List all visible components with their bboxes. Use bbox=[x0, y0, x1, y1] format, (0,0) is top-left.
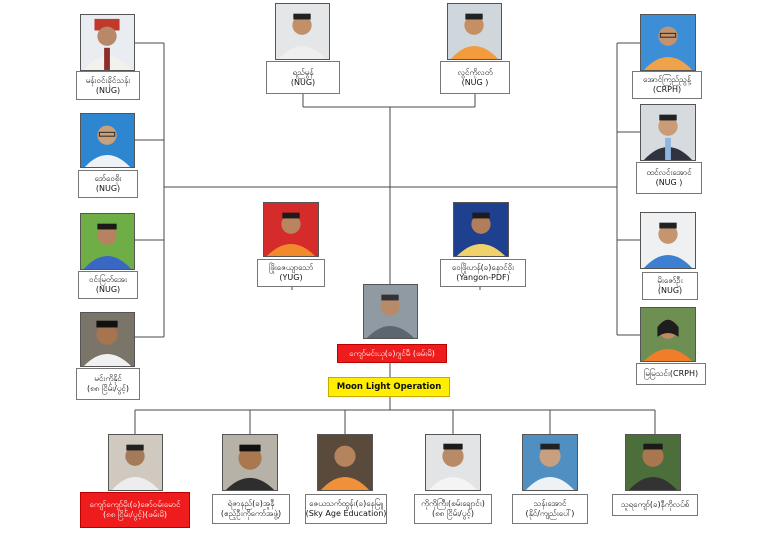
person-affiliation: (NUG) bbox=[657, 286, 683, 295]
person-name: ဒော်ဝေစိုး bbox=[94, 174, 122, 183]
operation-label: Moon Light Operation bbox=[328, 377, 450, 397]
person-affiliation: (ဧည့်ဦးကိုကော်အဖွဲ့) bbox=[220, 509, 282, 518]
person-name: ဇေယသက်ထွန်း(ခ)နေမြူ bbox=[309, 499, 383, 508]
person-label: ဝင်းမြတ်အေး (NUG) bbox=[78, 271, 138, 299]
portrait-photo bbox=[640, 212, 696, 269]
portrait-photo bbox=[108, 434, 163, 491]
person-name: မိုးဇော်ဦး bbox=[657, 276, 683, 285]
person-name: မင်းကိုနိုင် bbox=[94, 374, 122, 383]
portrait-photo bbox=[222, 434, 278, 491]
person-label: ကိုကိုကြီး(စမ်းချောင်း) (၈၈ ငြိမ်း/ပွင့်… bbox=[414, 494, 492, 524]
person-affiliation: (၈၈ ငြိမ်း/ပွင့်) bbox=[431, 509, 474, 518]
portrait-photo bbox=[80, 213, 135, 270]
person-label: လွင်ကိုလတ် (NUG ) bbox=[440, 61, 510, 94]
person-affiliation: (၈၈ ငြိမ်း/ပွင့်)(ဖမ်းမိ) bbox=[103, 510, 167, 519]
person-label: သူရကျော်(ခ)နီကိုလပ်စ် bbox=[612, 494, 698, 516]
person-affiliation: (YUG) bbox=[279, 273, 303, 282]
person-affiliation: (NUG) bbox=[290, 77, 316, 87]
person-affiliation: (၈၈ ငြိမ်း/ပွင့်) bbox=[86, 384, 129, 393]
portrait-photo bbox=[640, 104, 696, 161]
person-label: ကျော်မင်းယု(ခ)ဂျင်မီ (ဖမ်းမိ) bbox=[337, 344, 447, 363]
person-label: ဖြိုးဇေယျာသော် (YUG) bbox=[257, 259, 325, 287]
person-label: ရည်မွန် (NUG) bbox=[266, 61, 340, 94]
person-name: ကျော်မင်းယု(ခ)ဂျင်မီ (ဖမ်းမိ) bbox=[349, 348, 435, 358]
portrait-photo bbox=[425, 434, 481, 491]
person-label: ထင်လင်းအောင် (NUG ) bbox=[636, 162, 702, 194]
person-affiliation: (NUG ) bbox=[655, 178, 683, 187]
portrait-photo bbox=[80, 14, 135, 71]
person-label: မင်းကိုနိုင် (၈၈ ငြိမ်း/ပွင့်) bbox=[76, 368, 140, 400]
portrait-photo bbox=[317, 434, 373, 491]
person-name: ထင်လင်းအောင် bbox=[646, 168, 692, 177]
person-affiliation: (နိုင်/ကျည်းပေါ်) bbox=[525, 509, 575, 518]
person-label: မိုးဇော်ဦး (NUG) bbox=[642, 272, 698, 300]
portrait-photo bbox=[263, 202, 319, 257]
person-name: ဝေဖြိုးဟန်(ခ)နောင်ဝိုး bbox=[451, 263, 515, 272]
person-affiliation: (NUG) bbox=[95, 85, 121, 95]
person-label: ရဲဇာနည်(ခ)အူနီ (ဧည့်ဦးကိုကော်အဖွဲ့) bbox=[212, 494, 290, 524]
portrait-photo bbox=[363, 284, 418, 339]
person-name: လွင်ကိုလတ် bbox=[457, 67, 493, 77]
portrait-photo bbox=[80, 113, 135, 168]
person-name: ရဲဇာနည်(ခ)အူနီ bbox=[227, 499, 275, 508]
person-label: ဝေဖြိုးဟန်(ခ)နောင်ဝိုး (Yangon-PDF) bbox=[440, 259, 526, 287]
person-affiliation: (NUG) bbox=[95, 184, 121, 193]
person-name: ဝင်းမြတ်အေး bbox=[88, 275, 128, 284]
portrait-photo bbox=[275, 3, 330, 60]
portrait-photo bbox=[447, 3, 502, 60]
portrait-photo bbox=[453, 202, 509, 257]
person-affiliation: (NUG) bbox=[95, 285, 121, 294]
person-name: အောင်ကြည်ညွန့် bbox=[643, 75, 691, 84]
person-label: အောင်ကြည်ညွန့် (CRPH) bbox=[632, 71, 702, 99]
person-label: သန်းအောင် (နိုင်/ကျည်းပေါ်) bbox=[512, 494, 588, 524]
person-label: ကျော်ကျော်မိုး(ခ)ဇော်ဝမ်းမောင် (၈၈ ငြိမ်… bbox=[80, 492, 190, 528]
person-name: သန်းအောင် bbox=[533, 499, 567, 508]
person-name: ကျော်ကျော်မိုး(ခ)ဇော်ဝမ်းမောင် bbox=[89, 500, 181, 509]
portrait-photo bbox=[522, 434, 578, 491]
person-label: ဒော်ဝေစိုး (NUG) bbox=[78, 170, 138, 198]
person-label: မန်းဝင်းခိုင်သန်း (NUG) bbox=[76, 71, 140, 100]
person-affiliation: (Sky Age Education) bbox=[305, 509, 387, 518]
person-name: ကိုကိုကြီး(စမ်းချောင်း) bbox=[421, 499, 485, 508]
person-affiliation: (CRPH) bbox=[652, 85, 682, 94]
person-affiliation: (Yangon-PDF) bbox=[456, 273, 510, 282]
person-affiliation: (NUG ) bbox=[461, 77, 489, 87]
person-name: ရည်မွန် bbox=[292, 67, 314, 77]
portrait-photo bbox=[80, 312, 135, 367]
person-label: မြမြသင်း(CRPH) bbox=[636, 363, 706, 385]
person-name: မန်းဝင်းခိုင်သန်း bbox=[85, 75, 131, 85]
operation-name: Moon Light Operation bbox=[336, 382, 442, 392]
person-name: သူရကျော်(ခ)နီကိုလပ်စ် bbox=[620, 500, 690, 509]
portrait-photo bbox=[640, 14, 696, 71]
portrait-photo bbox=[640, 307, 696, 362]
person-name: မြမြသင်း(CRPH) bbox=[643, 369, 699, 378]
person-name: ဖြိုးဇေယျာသော် bbox=[268, 263, 314, 272]
portrait-photo bbox=[625, 434, 681, 491]
person-label: ဇေယသက်ထွန်း(ခ)နေမြူ (Sky Age Education) bbox=[305, 494, 387, 524]
